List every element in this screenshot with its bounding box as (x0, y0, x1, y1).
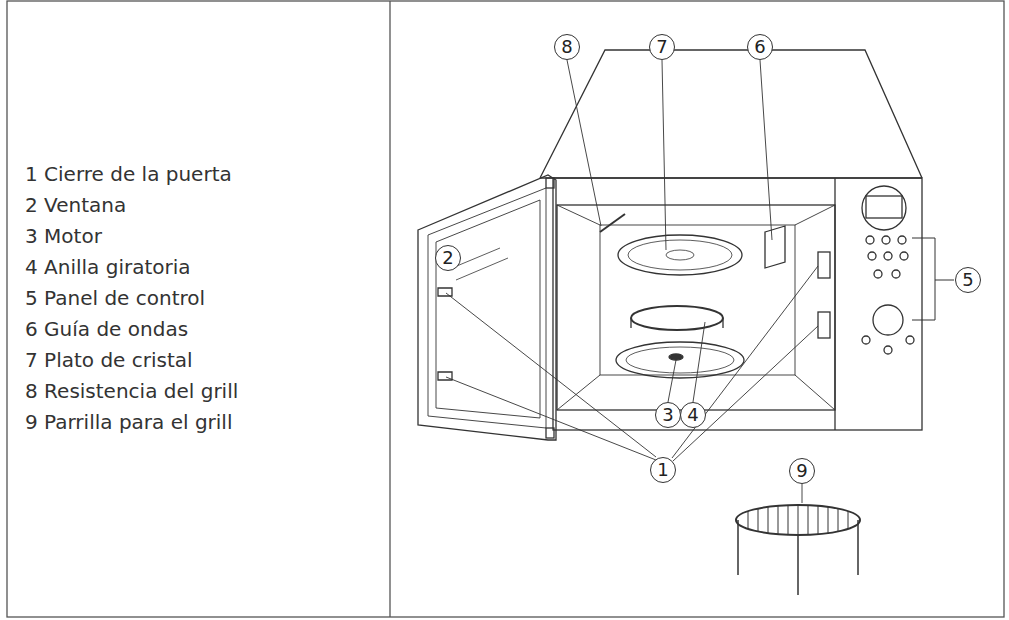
grill-rack (736, 505, 860, 595)
rack-bar (768, 507, 769, 533)
floor-plate (616, 342, 744, 378)
callout-number: 5 (962, 271, 973, 289)
part-list-item: 3 Motor (25, 224, 102, 248)
callout-number: 6 (754, 38, 765, 56)
latch-slot (818, 312, 830, 338)
callout-number: 3 (662, 406, 673, 424)
part-list-item: 9 Parrilla para el grill (25, 410, 232, 434)
callout-circle: 8 (554, 34, 580, 60)
waveguide (765, 226, 785, 268)
part-list-item: 7 Plato de cristal (25, 348, 193, 372)
rack-bar (758, 509, 759, 532)
callout-number: 1 (657, 461, 668, 479)
door-window (436, 200, 540, 418)
rack-bar (808, 505, 809, 535)
part-list-item: 6 Guía de ondas (25, 317, 188, 341)
part-list-item: 2 Ventana (25, 193, 126, 217)
control-panel (834, 178, 835, 430)
rack-bar (818, 506, 819, 534)
callout-circle: 7 (649, 34, 675, 60)
rack-bar (748, 511, 749, 529)
callout-circle: 2 (435, 245, 461, 271)
glass-plate (618, 235, 742, 275)
callout-number: 7 (656, 38, 667, 56)
door-hook (438, 288, 452, 296)
latch-slot (818, 252, 830, 278)
callout-number: 2 (442, 249, 453, 267)
callout-circle: 3 (655, 402, 681, 428)
part-list-item: 4 Anilla giratoria (25, 255, 191, 279)
callout-number: 4 (687, 406, 698, 424)
rack-bar (828, 507, 829, 533)
callout-circle: 4 (680, 402, 706, 428)
callout-circle: 6 (747, 34, 773, 60)
frame (7, 1, 1004, 617)
callout-circle: 5 (955, 267, 981, 293)
door (418, 175, 556, 440)
grill-element (600, 214, 625, 232)
part-list-item: 5 Panel de control (25, 286, 205, 310)
cavity (557, 205, 835, 410)
callout-circle: 9 (789, 458, 815, 484)
callout-circle: 1 (650, 457, 676, 483)
callout-number: 9 (796, 462, 807, 480)
rack-bar (798, 505, 799, 535)
cavity-back (600, 225, 795, 375)
divider (389, 1, 390, 617)
callout-number: 8 (561, 38, 572, 56)
rack-bar (838, 509, 839, 532)
roller-ring (631, 306, 723, 330)
part-list-item: 8 Resistencia del grill (25, 379, 238, 403)
panel-bracket (912, 238, 935, 320)
rack-bar (788, 505, 789, 535)
body-top (540, 50, 922, 178)
part-list-item: 1 Cierre de la puerta (25, 162, 232, 186)
motor-coupler (669, 354, 683, 360)
body-front (553, 178, 922, 430)
rack-bar (778, 506, 779, 534)
rack-bar (848, 511, 849, 529)
